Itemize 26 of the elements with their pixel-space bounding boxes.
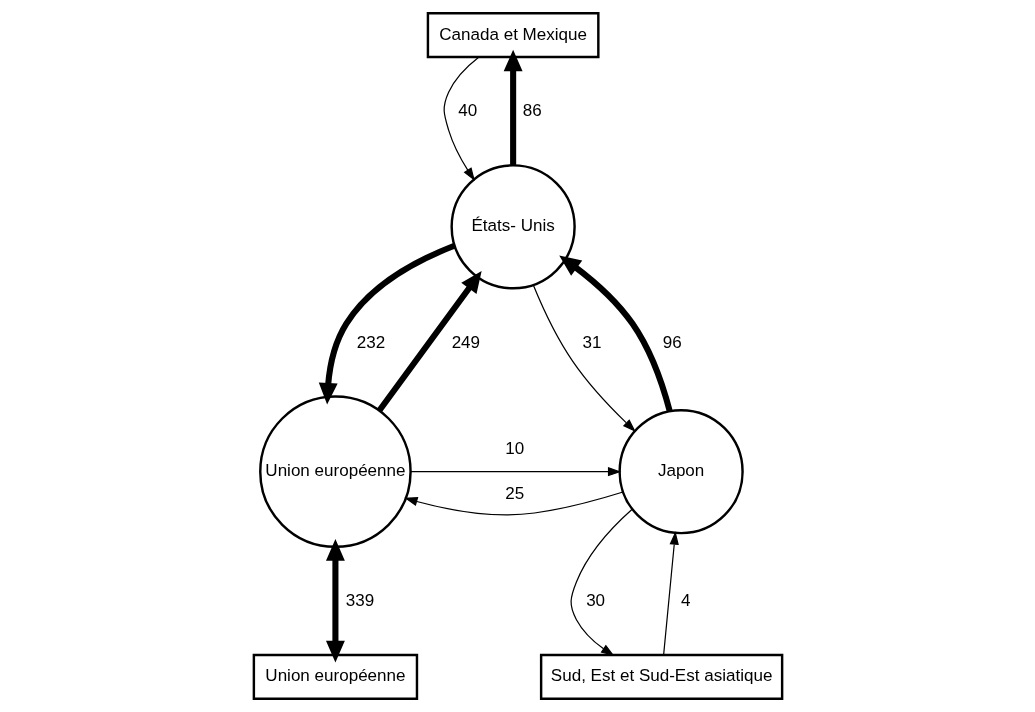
arrow <box>409 466 621 477</box>
edge-label: 232 <box>356 332 385 352</box>
arrow <box>558 255 673 412</box>
arrow <box>403 491 624 516</box>
edge-label: 10 <box>504 439 524 459</box>
node-circle: Union européenne <box>258 395 412 548</box>
edge-label: 40 <box>457 101 477 121</box>
node-box: Union européenne <box>252 653 418 700</box>
node-circle: Japon <box>617 408 744 535</box>
arrow <box>570 508 633 656</box>
edge-label: 249 <box>451 332 480 352</box>
edge-label: 25 <box>504 484 524 504</box>
node-box: Canada et Mexique <box>426 12 600 59</box>
arrow <box>325 539 345 663</box>
edge-label: 86 <box>522 101 542 121</box>
arrow <box>376 270 482 413</box>
arrow <box>443 56 479 181</box>
edge-label: 31 <box>582 332 601 352</box>
arrow <box>662 531 679 656</box>
edge-label: 339 <box>345 590 374 610</box>
arrow <box>318 242 455 405</box>
edge-label: 4 <box>680 590 691 610</box>
node-box: Sud, Est et Sud-Est asiatique <box>539 653 783 700</box>
arrow <box>532 284 636 432</box>
edge-label: 30 <box>585 590 605 610</box>
edge-label: 96 <box>662 332 682 352</box>
